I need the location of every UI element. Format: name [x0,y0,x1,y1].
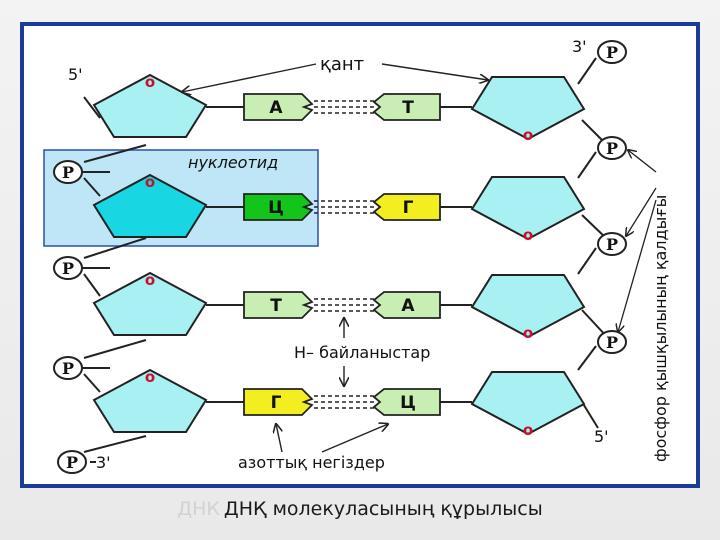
base-right-4 [372,388,441,416]
base-left-label-1: А [269,98,283,118]
phosphate-right-3 [597,232,627,256]
phosphate-right-4 [597,330,627,354]
sugar-right-1 [470,76,586,141]
base-right-label-1: Т [402,98,414,118]
oxygen-right-3: о [523,324,533,342]
base-left-label-4: Г [271,393,282,413]
phosphate-right-2 [597,136,627,160]
phosphate-right-4-label: Р [606,333,618,352]
base-pair-group: А Т Ц Г Т А Г Ц [206,93,472,416]
phosphate-arrow-2 [626,187,657,236]
base-left-label-2: Ц [268,198,284,218]
oxygen-left-1: о [145,73,155,91]
sugar-left-1 [92,73,208,138]
phosphate-arrow-3 [618,199,657,332]
label-5prime-bottom-right: 5' [594,427,609,446]
caption-ghost-text: ДНК [177,498,220,520]
phosphate-right-1 [597,40,627,64]
base-left-2 [243,193,314,221]
oxygen-left-4: о [145,368,155,386]
label-bases: азоттық негіздер [238,453,385,472]
sugar-group: о о о о о о о о [92,73,586,439]
phosphate-group: Р Р Р Р Р Р Р Р [53,40,627,474]
sugar-left-3 [92,271,208,336]
phosphate-left-1 [53,160,83,184]
label-sugar: қант [320,54,364,75]
phosphate-left-3 [53,356,83,380]
phosphate-right-2-label: Р [606,139,618,158]
sugar-left-4 [92,368,208,433]
oxygen-right-4: о [523,421,533,439]
phosphate-left-2 [53,256,83,280]
base-right-label-4: Ц [400,393,416,413]
base-left-4 [243,388,314,416]
label-phosphate-residue: фосфор қышқылының қалдығы [651,195,670,462]
label-3prime-bottom-left: 3' [96,453,111,472]
oxygen-right-2: о [523,226,533,244]
sugar-right-4 [470,371,586,436]
base-left-1 [243,93,314,121]
phosphate-left-4 [57,450,87,474]
base-right-2 [372,193,441,221]
sugar-right-2 [470,176,586,241]
phosphate-left-2-label: Р [62,259,74,278]
phosphate-left-3-label: Р [62,359,74,378]
left-backbone [82,96,147,463]
base-right-3 [372,291,441,319]
oxygen-left-3: о [145,271,155,289]
sugar-right-3 [470,274,586,339]
phosphate-right-3-label: Р [606,235,618,254]
label-nucleotide: нуклеотид [188,153,278,172]
base-arrow-left [276,424,283,453]
phosphate-left-4-label: Р [66,453,78,472]
sugar-left-2 [92,173,208,238]
base-right-1 [372,93,441,121]
oxygen-right-1: о [523,126,533,144]
caption-title: ДНҚ молекуласының құрылысы [223,498,543,520]
sugar-arrow-left [182,63,317,92]
label-3prime-top-right: 3' [572,37,587,56]
label-h-bonds: Н– байланыстар [294,343,430,362]
oxygen-left-2: о [145,173,155,191]
base-arrow-right [321,424,388,453]
phosphate-left-1-label: Р [62,163,74,182]
label-5prime-top-left: 5' [68,65,83,84]
base-left-label-3: Т [270,296,282,316]
phosphate-arrow-1 [628,150,657,173]
base-right-label-3: А [401,296,415,316]
base-right-label-2: Г [403,198,414,218]
sugar-arrow-right [381,63,488,80]
base-left-3 [243,291,314,319]
phosphate-right-1-label: Р [606,43,618,62]
